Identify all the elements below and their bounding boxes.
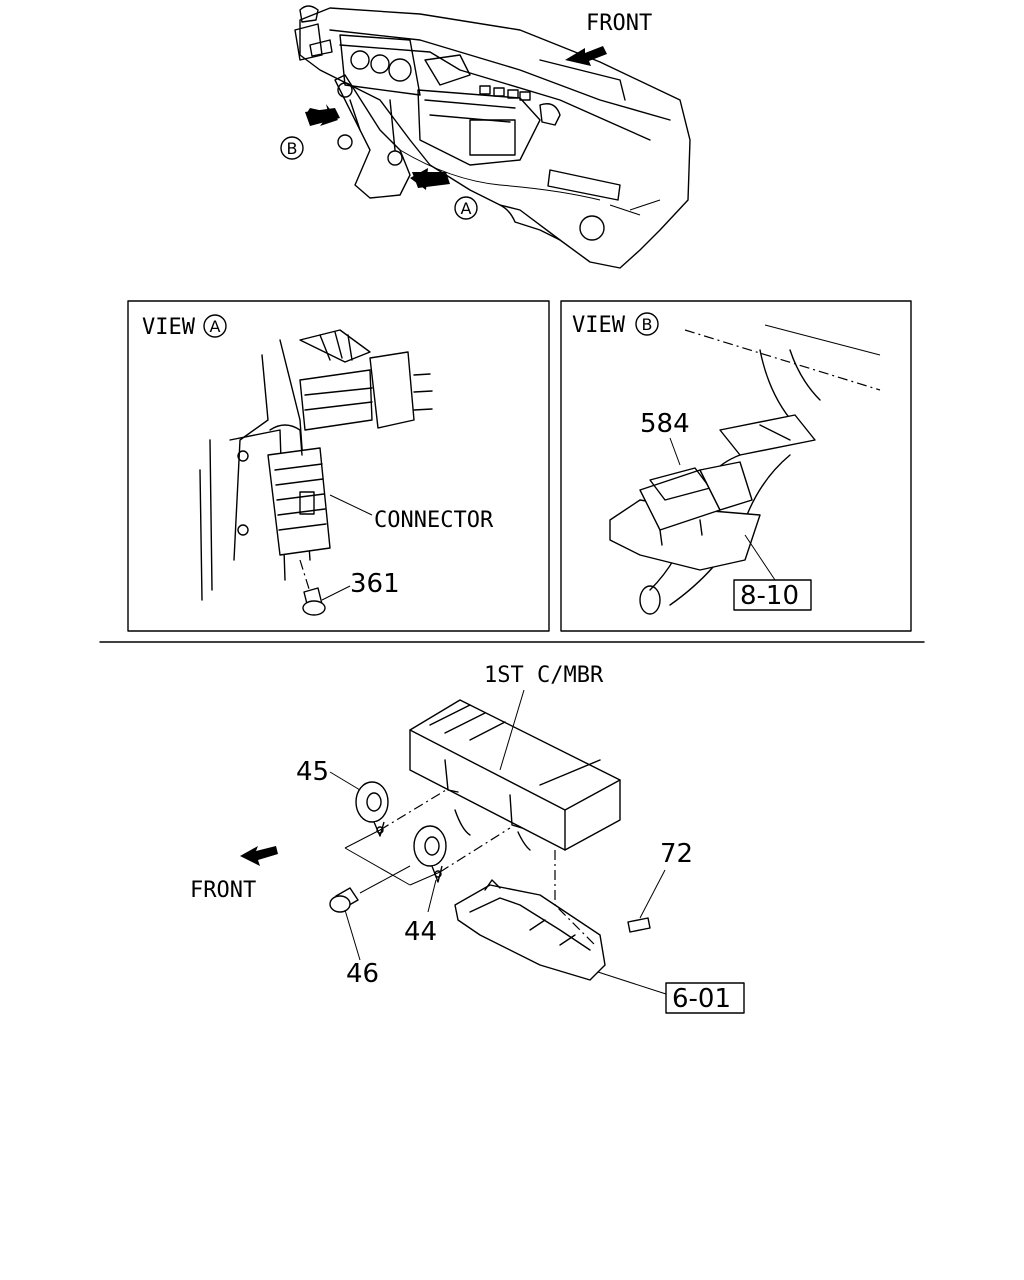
part-45-label: 45 — [296, 757, 329, 787]
view-b-title: VIEW — [572, 313, 626, 338]
dashboard-illustration — [294, 5, 691, 269]
front-label-top: FRONT — [586, 11, 652, 36]
view-a-marker: A — [461, 199, 472, 218]
connector-label: CONNECTOR — [374, 508, 494, 533]
ref-8-10-box: 8-10 — [740, 581, 799, 611]
view-a-arrow: A — [410, 168, 478, 220]
part-584-label: 584 — [640, 409, 690, 439]
part-72-label: 72 — [660, 839, 693, 869]
view-b-panel: VIEW B 584 8-10 — [560, 300, 912, 632]
part-44-label: 44 — [404, 917, 437, 947]
view-a-panel: VIEW A CONNECTOR 361 — [127, 300, 550, 632]
part-46-label: 46 — [346, 959, 379, 989]
front-arrow-top: FRONT — [565, 11, 652, 66]
part-361-label: 361 — [350, 569, 400, 599]
view-b-marker: B — [287, 139, 298, 158]
ref-6-01-box: 6-01 — [672, 984, 731, 1014]
front-label-bottom: FRONT — [190, 878, 256, 903]
view-a-title: VIEW — [142, 315, 196, 340]
view-b-arrow: B — [280, 104, 340, 160]
view-b-title-marker: B — [642, 315, 653, 334]
horn-assembly-illustration: 1ST C/MBR 45 44 46 FRON — [190, 663, 745, 1014]
member-label: 1ST C/MBR — [484, 663, 604, 688]
view-a-title-marker: A — [210, 317, 221, 336]
